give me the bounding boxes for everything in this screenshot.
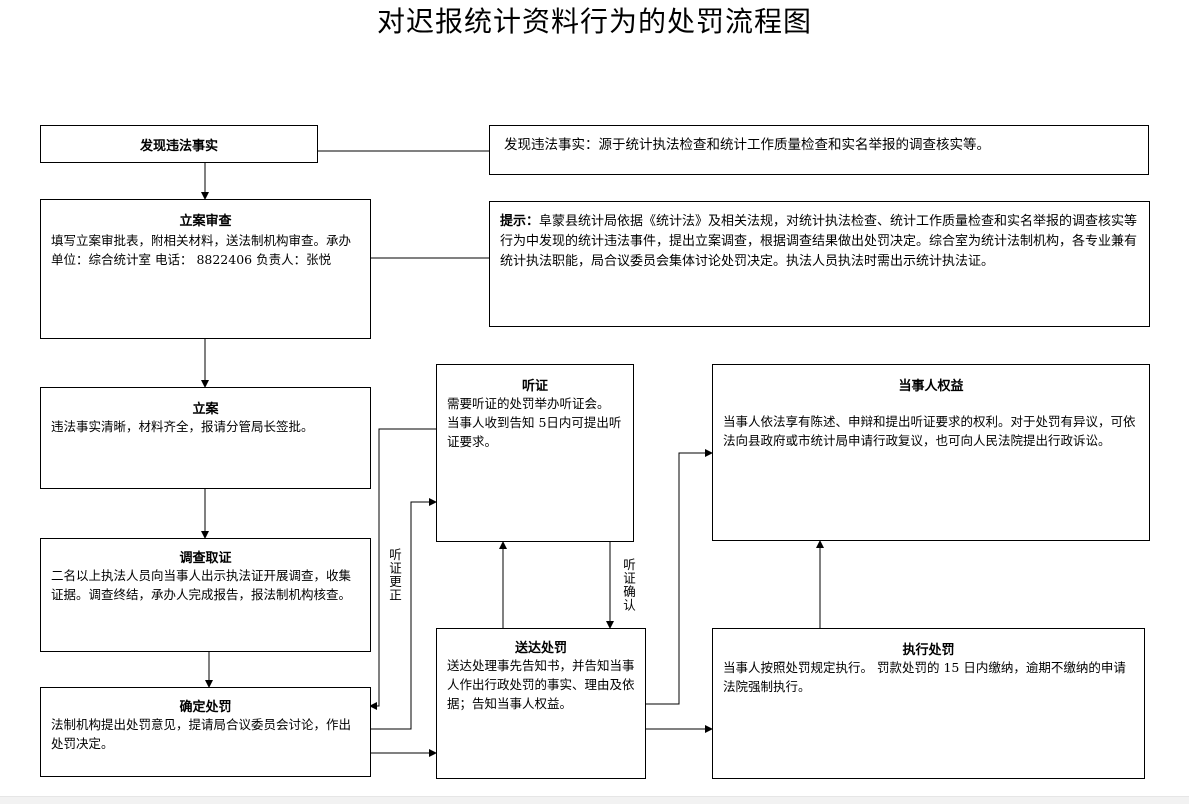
box-discover: 发现违法事实 bbox=[40, 125, 318, 163]
investigation-text: 二名以上执法人员向当事人出示执法证开展调查，收集证据。调查终结，承办人完成报告，… bbox=[51, 568, 352, 602]
arrow-delivery-rights bbox=[646, 449, 713, 705]
hearing-text-2: 当事人收到告知 5日内可提出听证要求。 bbox=[447, 415, 622, 449]
hint-body: 提示：阜蒙县统计局依据《统计法》及相关法规，对统计执法检查、统计工作质量检查和实… bbox=[500, 212, 1139, 272]
box-source-note: 发现违法事实：源于统计执法检查和统计工作质量检查和实名举报的调查核实等。 bbox=[489, 125, 1149, 175]
arrow-hearing-decision bbox=[369, 428, 437, 710]
source-note-text: 发现违法事实：源于统计执法检查和统计工作质量检查和实名举报的调查核实等。 bbox=[504, 137, 990, 153]
filing-review-text: 填写立案审批表，附相关材料，送法制机构审查。承办单位：综合统计室 电话： 882… bbox=[51, 233, 352, 267]
decision-text: 法制机构提出处罚意见，提请局合议委员会讨论，作出处罚决定。 bbox=[51, 717, 352, 751]
delivery-text: 送达处理事先告知书，并告知当事人作出行政处罚的事实、理由及依据；告知当事人权益。 bbox=[447, 658, 635, 711]
delivery-title: 送达处罚 bbox=[514, 641, 567, 656]
rights-title: 当事人权益 bbox=[898, 379, 964, 394]
box-discover-title: 发现违法事实 bbox=[139, 138, 218, 154]
execution-text: 当事人按照处罚规定执行。 罚款处罚的 15 日内缴纳，逾期不缴纳的申请法院强制执… bbox=[723, 660, 1126, 694]
box-hint: 提示：阜蒙县统计局依据《统计法》及相关法规，对统计执法检查、统计工作质量检查和实… bbox=[489, 201, 1150, 327]
hearing-text-1: 需要听证的处罚举办听证会。 bbox=[447, 396, 610, 411]
investigation-title: 调查取证 bbox=[179, 551, 232, 566]
bottom-bar bbox=[0, 796, 1189, 804]
box-filing: 立案 违法事实清晰，材料齐全，报请分管局长签批。 bbox=[40, 387, 371, 489]
box-hearing: 听证 需要听证的处罚举办听证会。 当事人收到告知 5日内可提出听证要求。 bbox=[436, 364, 634, 542]
box-delivery: 送达处罚 送达处理事先告知书，并告知当事人作出行政处罚的事实、理由及依据；告知当… bbox=[436, 628, 646, 779]
edge-label-hearing-confirm: 听证确认 bbox=[621, 558, 636, 612]
page-title: 对迟报统计资料行为的处罚流程图 bbox=[376, 5, 812, 38]
edge-label-hearing-correct: 听证更正 bbox=[387, 548, 402, 602]
rights-text: 当事人依法享有陈述、申辩和提出听证要求的权利。对于处罚有异议，可依法向县政府或市… bbox=[723, 414, 1136, 448]
hint-label: 提示： bbox=[500, 214, 540, 229]
box-filing-review: 立案审查 填写立案审批表，附相关材料，送法制机构审查。承办单位：综合统计室 电话… bbox=[40, 199, 371, 339]
decision-title: 确定处罚 bbox=[179, 700, 232, 715]
box-investigation: 调查取证 二名以上执法人员向当事人出示执法证开展调查，收集证据。调查终结，承办人… bbox=[40, 538, 371, 652]
hearing-title: 听证 bbox=[521, 379, 548, 394]
execution-title: 执行处罚 bbox=[902, 643, 955, 658]
filing-text: 违法事实清晰，材料齐全，报请分管局长签批。 bbox=[51, 419, 314, 434]
hint-text: 阜蒙县统计局依据《统计法》及相关法规，对统计执法检查、统计工作质量检查和实名举报… bbox=[500, 214, 1138, 269]
filing-title: 立案 bbox=[192, 402, 219, 417]
arrow-decision-hearing bbox=[371, 498, 437, 730]
box-execution: 执行处罚 当事人按照处罚规定执行。 罚款处罚的 15 日内缴纳，逾期不缴纳的申请… bbox=[712, 628, 1145, 779]
box-rights: 当事人权益 当事人依法享有陈述、申辩和提出听证要求的权利。对于处罚有异议，可依法… bbox=[712, 364, 1150, 541]
box-decision: 确定处罚 法制机构提出处罚意见，提请局合议委员会讨论，作出处罚决定。 bbox=[40, 687, 371, 777]
filing-review-title: 立案审查 bbox=[179, 214, 232, 229]
